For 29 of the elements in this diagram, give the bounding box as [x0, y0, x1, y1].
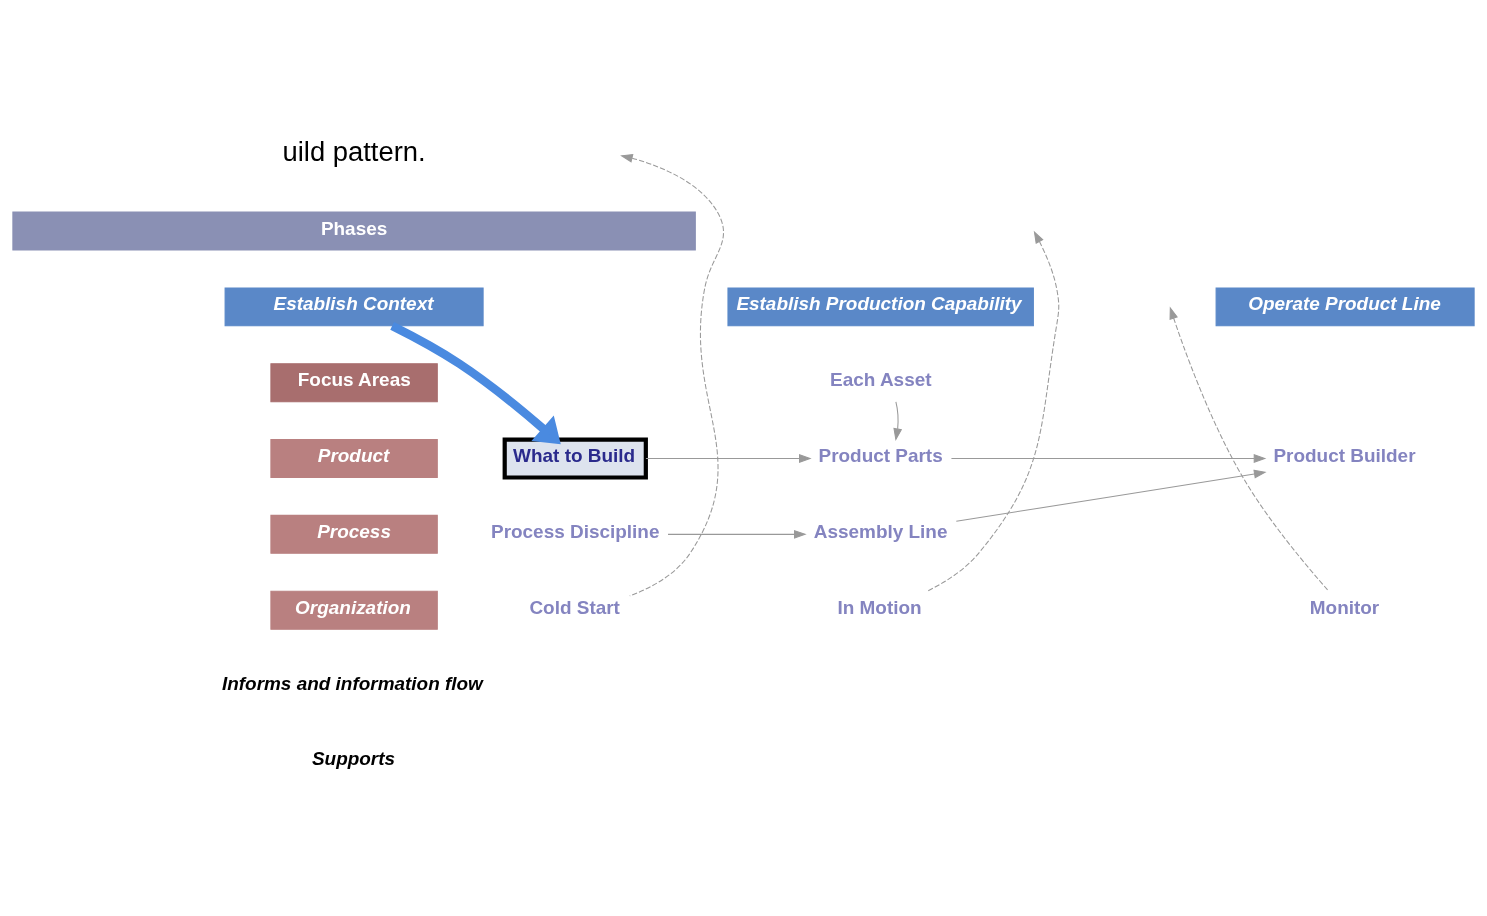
arrow: [955, 469, 1267, 522]
node-box: Focus Areas: [270, 363, 438, 403]
arrow: [620, 154, 725, 597]
arrow: [645, 454, 812, 463]
node-box: Operate Product Line: [1215, 287, 1475, 327]
arrow: [950, 454, 1267, 463]
arrow: [667, 529, 807, 539]
node-box: Establish Context: [224, 287, 484, 327]
legend-label: Supports: [311, 748, 396, 770]
node-text: Each Asset: [830, 369, 932, 391]
node-text: Process Discipline: [491, 520, 660, 542]
node-text: Monitor: [1309, 596, 1380, 618]
node-box: Organization: [270, 590, 438, 630]
node-box: Process: [270, 514, 438, 554]
node-box: Phases: [12, 211, 696, 251]
node-text: Assembly Line: [813, 520, 948, 542]
node-box: Product: [270, 439, 438, 478]
node-box: Establish Production Capability: [727, 287, 1034, 327]
node-text: Product Builder: [1273, 445, 1416, 467]
node-text: Product Parts: [818, 445, 943, 467]
legend-label: Informs and information flow: [221, 672, 483, 694]
node-text: Cold Start: [529, 596, 620, 618]
node-text: In Motion: [837, 596, 922, 618]
arrow: [927, 230, 1060, 592]
label: uild pattern.: [282, 136, 426, 168]
arrow: [893, 401, 903, 442]
node-box: What to Build: [502, 437, 648, 480]
arrow: [390, 322, 561, 445]
arrow: [1169, 306, 1330, 592]
